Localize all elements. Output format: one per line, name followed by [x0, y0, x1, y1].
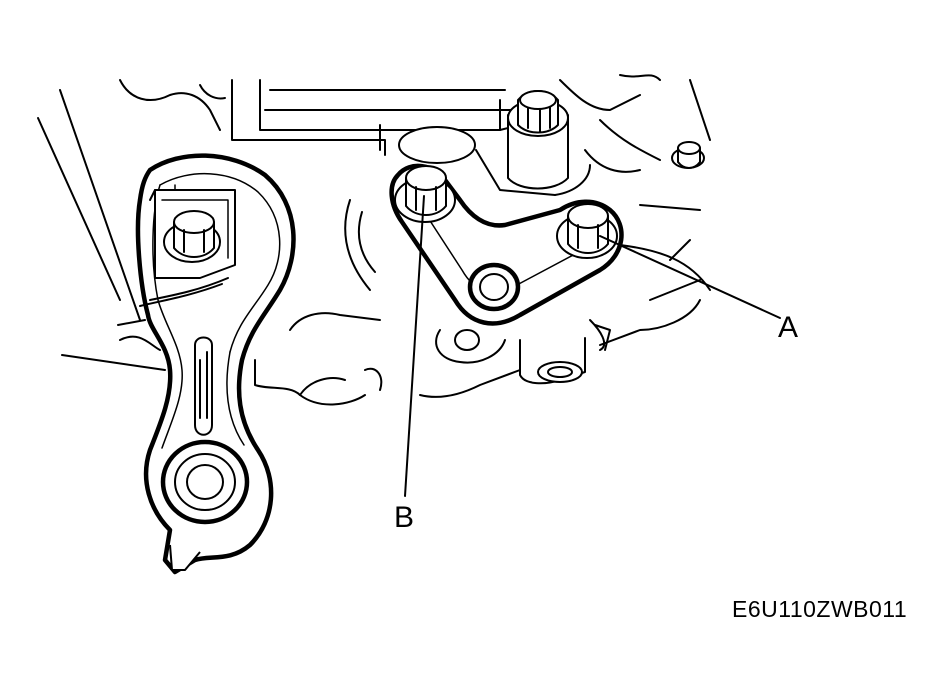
bolt-b	[394, 165, 456, 223]
callout-label-a: A	[778, 311, 799, 344]
leader-line-a	[599, 235, 781, 319]
upper-bolt	[507, 90, 569, 190]
leader-line-b	[404, 195, 425, 497]
transmission-housing	[37, 74, 711, 406]
figure-id: E6U110ZWB011	[732, 596, 908, 622]
bolt-a	[556, 203, 618, 259]
housing-hole	[398, 126, 476, 164]
callout-label-b: B	[394, 501, 415, 534]
arm-bolt	[163, 210, 221, 263]
small-bolt-right	[671, 141, 705, 169]
